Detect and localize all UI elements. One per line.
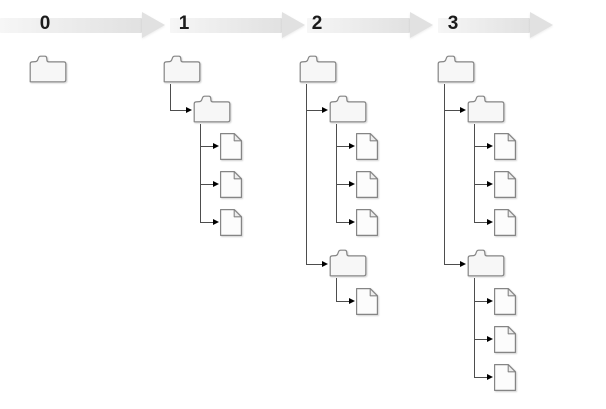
folder-icon: [192, 95, 232, 124]
connector-arrowhead-icon: [459, 107, 466, 113]
connector-line: [306, 84, 307, 265]
connector-line: [170, 84, 171, 111]
folder-icon: [328, 95, 368, 124]
connector-line: [337, 222, 349, 223]
connector-arrowhead-icon: [212, 181, 219, 187]
connector-arrowhead-icon: [212, 143, 219, 149]
file-icon: [493, 170, 517, 199]
connector-line: [444, 84, 445, 265]
connector-line: [337, 184, 349, 185]
folder-icon: [466, 249, 506, 278]
connector-line: [337, 146, 349, 147]
connector-line: [474, 278, 475, 378]
file-icon: [493, 132, 517, 161]
connector-line: [171, 110, 186, 111]
timeline-arrow-1: [170, 0, 305, 42]
connector-line: [337, 301, 349, 302]
timeline-arrow-band: [438, 18, 530, 33]
file-icon: [355, 208, 379, 237]
connector-arrowhead-icon: [348, 181, 355, 187]
timeline-arrow-band: [307, 18, 410, 33]
connector-line: [474, 124, 475, 223]
timeline-arrow-3: [438, 0, 553, 42]
connector-line: [475, 377, 487, 378]
folder-icon: [466, 95, 506, 124]
revision-label-0: 0: [39, 13, 51, 34]
connector-line: [200, 124, 201, 223]
file-icon: [355, 170, 379, 199]
connector-arrowhead-icon: [486, 219, 493, 225]
timeline-arrow-band: [170, 18, 282, 33]
folder-icon: [328, 249, 368, 278]
connector-line: [307, 264, 322, 265]
timeline-arrow-0: [0, 0, 165, 42]
arrow-head-icon: [142, 12, 165, 38]
file-icon: [493, 325, 517, 354]
connector-arrowhead-icon: [212, 219, 219, 225]
connector-line: [201, 222, 213, 223]
connector-line: [336, 124, 337, 223]
connector-arrowhead-icon: [321, 107, 328, 113]
connector-arrowhead-icon: [348, 219, 355, 225]
connector-arrowhead-icon: [486, 298, 493, 304]
connector-line: [475, 301, 487, 302]
file-icon: [493, 208, 517, 237]
file-icon: [219, 208, 243, 237]
file-icon: [355, 287, 379, 316]
file-icon: [493, 363, 517, 392]
file-icon: [219, 132, 243, 161]
root-folder-icon: [436, 55, 476, 84]
connector-line: [336, 278, 337, 302]
file-icon: [493, 287, 517, 316]
connector-line: [475, 339, 487, 340]
connector-line: [475, 146, 487, 147]
connector-line: [445, 110, 460, 111]
connector-arrowhead-icon: [321, 261, 328, 267]
connector-line: [475, 222, 487, 223]
connector-arrowhead-icon: [486, 374, 493, 380]
root-folder-icon: [28, 55, 68, 84]
revision-label-1: 1: [178, 13, 190, 34]
connector-line: [475, 184, 487, 185]
file-icon: [355, 132, 379, 161]
arrow-head-icon: [410, 12, 433, 38]
revision-label-2: 2: [311, 13, 323, 34]
arrow-head-icon: [282, 12, 305, 38]
connector-line: [445, 264, 460, 265]
connector-arrowhead-icon: [185, 107, 192, 113]
root-folder-icon: [298, 55, 338, 84]
revision-label-3: 3: [447, 13, 459, 34]
connector-line: [307, 110, 322, 111]
connector-arrowhead-icon: [459, 261, 466, 267]
connector-line: [201, 146, 213, 147]
timeline-arrow-band: [0, 18, 142, 33]
timeline-arrow-2: [307, 0, 433, 42]
connector-arrowhead-icon: [486, 336, 493, 342]
root-folder-icon: [162, 55, 202, 84]
connector-arrowhead-icon: [486, 143, 493, 149]
connector-arrowhead-icon: [348, 143, 355, 149]
connector-arrowhead-icon: [486, 181, 493, 187]
file-icon: [219, 170, 243, 199]
connector-line: [201, 184, 213, 185]
connector-arrowhead-icon: [348, 298, 355, 304]
arrow-head-icon: [530, 12, 553, 38]
